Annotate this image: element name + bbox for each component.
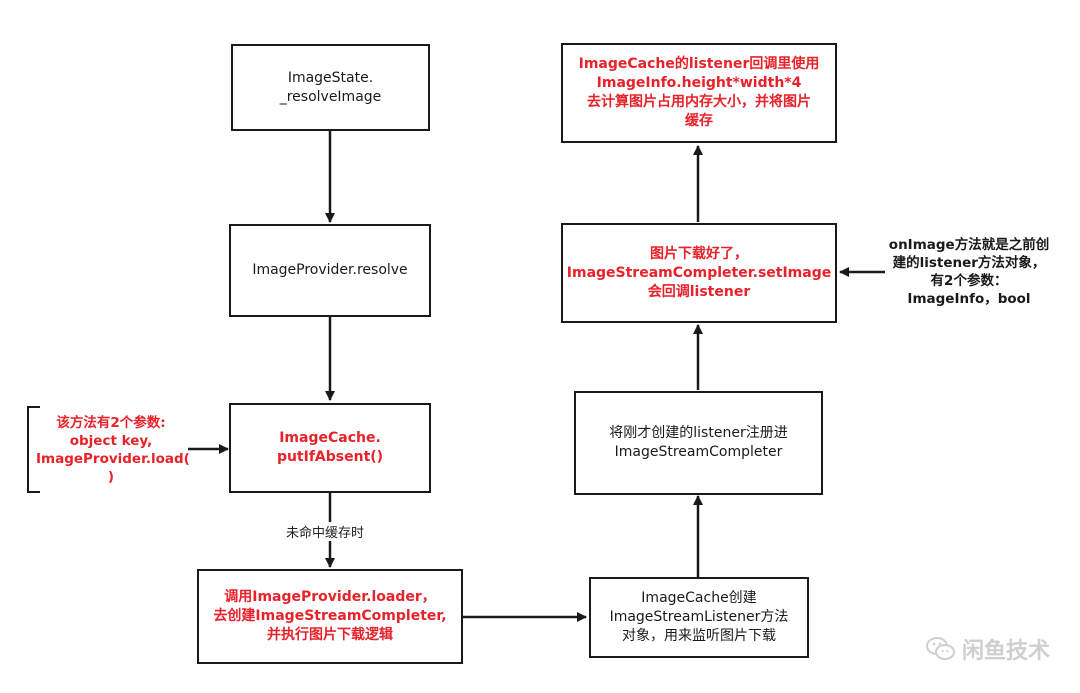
watermark-text: 闲鱼技术: [961, 639, 1050, 664]
node-put-if-absent: ImageCache. putIfAbsent(): [229, 403, 431, 493]
node-image-downloaded: 图片下载好了， ImageStreamCompleter.setImage 会回…: [561, 223, 837, 323]
node-resolve-image-text: ImageState. _resolveImage: [279, 69, 382, 105]
node-create-listener: ImageCache创建 ImageStreamListener方法 对象，用来…: [589, 577, 809, 658]
node-resolve-image: ImageState. _resolveImage: [231, 44, 430, 131]
note-bracket: [27, 406, 40, 493]
note-on-image: onImage方法就是之前创 建的listener方法对象， 有2个参数： Im…: [888, 237, 1050, 307]
node-image-downloaded-text: 图片下载好了， ImageStreamCompleter.setImage 会回…: [566, 245, 832, 300]
note-put-if-absent-params: 该方法有2个参数: object key, ImageProvider.load…: [36, 415, 190, 485]
node-register-listener: 将刚才创建的listener注册进 ImageStreamCompleter: [574, 391, 823, 495]
node-register-listener-text: 将刚才创建的listener注册进 ImageStreamCompleter: [609, 425, 788, 460]
node-call-loader-text: 调用ImageProvider.loader， 去创建ImageStreamCo…: [213, 589, 447, 643]
node-provider-resolve: ImageProvider.resolve: [229, 224, 431, 317]
node-call-loader: 调用ImageProvider.loader， 去创建ImageStreamCo…: [197, 569, 463, 664]
node-cache-size-text: ImageCache的listener回调里使用 ImageInfo.heigh…: [578, 56, 820, 129]
node-cache-size: ImageCache的listener回调里使用 ImageInfo.heigh…: [561, 43, 837, 143]
watermark: 闲鱼技术: [925, 633, 1050, 665]
node-create-listener-text: ImageCache创建 ImageStreamListener方法 对象，用来…: [609, 590, 789, 644]
node-put-if-absent-text: ImageCache. putIfAbsent(): [276, 430, 384, 465]
node-provider-resolve-text: ImageProvider.resolve: [252, 262, 408, 278]
edge-label-cache-miss: 未命中缓存时: [282, 522, 369, 541]
wechat-icon: [925, 637, 955, 660]
